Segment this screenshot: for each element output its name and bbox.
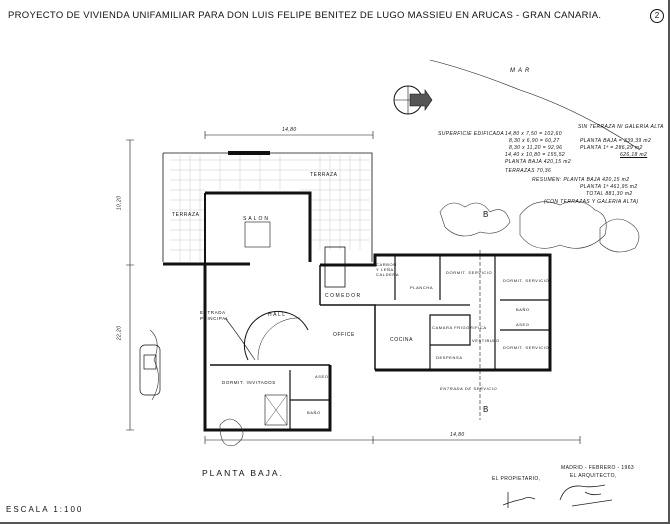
entrada-principal-label: ENTRADA PRINCIPAL — [200, 310, 229, 321]
resumen-total: TOTAL 881,30 m2 — [586, 191, 633, 197]
room-hall: HALL — [268, 312, 287, 318]
surface-row: 8,30 x 11,20 = 92,96 — [509, 145, 563, 151]
surface-heading: SUPERFICIE EDIFICADA — [438, 131, 505, 137]
architect-label: EL ARQUITECTO, — [570, 473, 617, 479]
surface-row: 8,30 x 6,90 = 60,27 — [509, 138, 560, 144]
drawing-title: PROYECTO DE VIVIENDA UNIFAMILIAR PARA DO… — [8, 10, 602, 21]
room-carbon: CARBON Y LEÑA CALDERA — [376, 262, 400, 277]
plan-title: PLANTA BAJA. — [202, 468, 284, 478]
place-date: MADRID - FEBRERO - 1963 — [561, 465, 635, 471]
dimension-label: 14,80 — [282, 127, 297, 133]
sin-terraza-row: PLANTA BAJA = 339,39 m2 — [580, 138, 652, 144]
room-terraza: TERRAZA — [310, 172, 338, 178]
room-bano: BAÑO — [516, 307, 530, 312]
surface-terrazas: TERRAZAS 70,36 — [505, 168, 552, 174]
room-cocina: COCINA — [390, 337, 414, 343]
room-dormit-servicio: DORMIT. SERVICIO — [503, 278, 550, 283]
entrada-servicio-label: ENTRADA DE SERVICIO — [440, 386, 498, 391]
section-marker: B — [483, 210, 489, 219]
resumen-note: (CON TERRAZAS Y GALERIA ALTA) — [544, 199, 639, 205]
room-aseo: ASEO — [315, 374, 329, 379]
sin-terraza-row: PLANTA 1ª = 286,29 m2 — [580, 145, 643, 151]
walls — [162, 151, 552, 432]
dimension-label: 14,80 — [450, 432, 465, 438]
room-dormit-servicio: DORMIT. SERVICIO — [503, 345, 550, 350]
room-dormit-servicio: DORMIT. SERVICIO — [446, 270, 493, 275]
room-dormit-invitados: DORMIT. INVITADOS — [222, 380, 276, 385]
room-office: OFFICE — [333, 332, 355, 338]
sin-terraza-total: 626,18 m2 — [620, 152, 648, 158]
room-aseo: ASEO — [516, 322, 530, 327]
sheet-number: 2 — [650, 9, 664, 23]
surface-planta-baja: PLANTA BAJA 420,15 m2 — [505, 159, 572, 165]
room-despensa: DESPENSA — [436, 355, 463, 360]
compass-label: MAR — [510, 68, 533, 74]
surface-row: 14,80 x 7,50 = 102,60 — [505, 131, 562, 137]
resumen-row: PLANTA 1ª 461,95 m2 — [580, 184, 638, 190]
room-comedor: COMEDOR — [325, 293, 362, 299]
car-icon — [139, 344, 161, 396]
architect-signature — [559, 484, 613, 507]
sin-terraza-heading: SIN TERRAZA NI GALERIA ALTA — [578, 124, 664, 130]
garden-vegetation — [149, 200, 640, 447]
scale-label: ESCALA 1:100 — [6, 505, 84, 514]
room-salon: SALON — [243, 216, 270, 222]
surface-row: 14,40 x 10,80 = 155,52 — [505, 152, 566, 158]
resumen-row: RESUMEN: PLANTA BAJA 420,15 m2 — [532, 177, 630, 183]
section-marker: B — [483, 405, 489, 414]
room-bano: BAÑO — [307, 410, 321, 415]
room-camara: CAMARA FRIGORIFICA — [432, 325, 487, 330]
room-terraza: TERRAZA — [172, 212, 200, 218]
owner-label: EL PROPIETARIO, — [492, 476, 541, 482]
room-plancha: PLANCHA — [410, 285, 434, 290]
compass-icon — [393, 59, 641, 151]
room-vestibulo: VESTIBULO — [472, 338, 500, 343]
dimension-lines — [126, 131, 581, 444]
owner-signature — [502, 492, 536, 508]
terrace-tiling — [170, 155, 370, 262]
